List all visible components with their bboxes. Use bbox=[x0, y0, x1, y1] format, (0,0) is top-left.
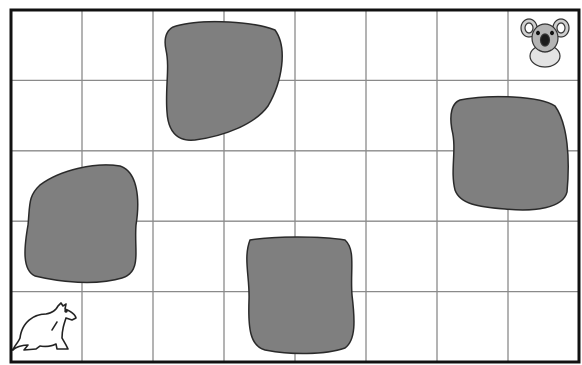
rock-bottom-center bbox=[247, 237, 354, 354]
rock-top-left bbox=[165, 22, 282, 141]
koala-icon bbox=[521, 19, 569, 67]
kangaroo-icon bbox=[13, 303, 76, 350]
rocks bbox=[25, 22, 568, 354]
rock-right bbox=[451, 97, 568, 210]
rock-left bbox=[25, 165, 138, 283]
